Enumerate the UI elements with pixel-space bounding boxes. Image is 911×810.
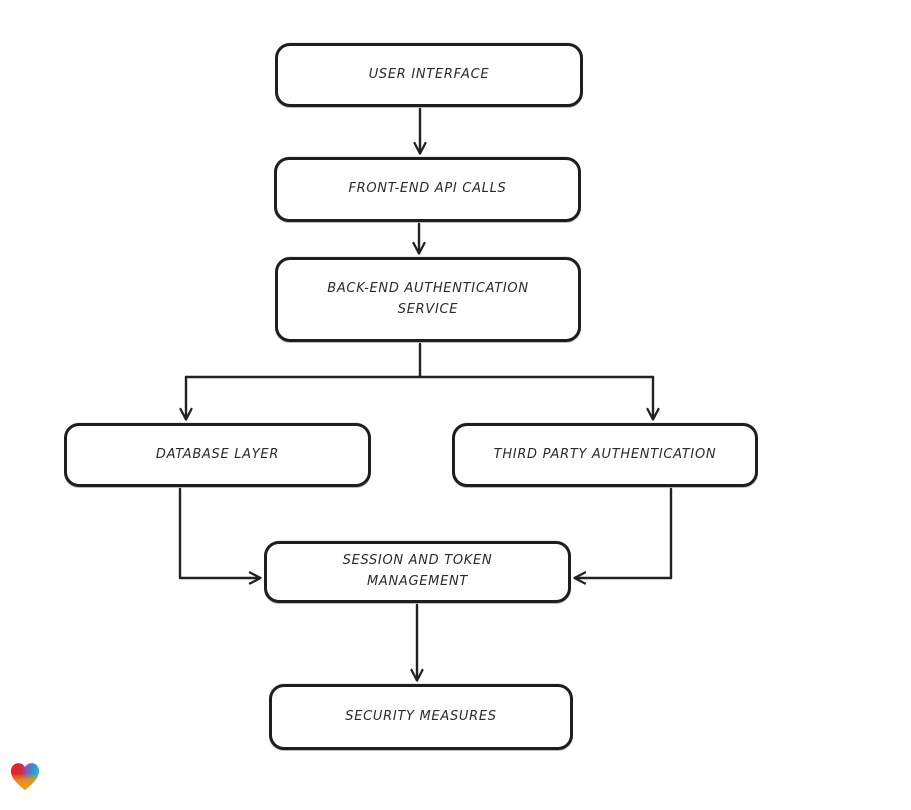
- heart-shape-orange-overlay: [10, 763, 40, 791]
- node-database-layer-label: DATABASE LAYER: [155, 446, 280, 462]
- node-back-end-authentication-service[interactable]: BACK-END AUTHENTICATION SERVICE: [275, 257, 581, 342]
- gradient-heart-logo[interactable]: [7, 757, 43, 795]
- edge-db-to-session: [178, 487, 262, 585]
- node-session-and-token-management-label: SESSION AND TOKEN MANAGEMENT: [342, 553, 493, 589]
- node-back-end-authentication-service-label: BACK-END AUTHENTICATION SERVICE: [327, 280, 529, 317]
- node-database-layer[interactable]: DATABASE LAYER: [64, 423, 371, 487]
- node-security-measures[interactable]: SECURITY MEASURES: [269, 684, 573, 750]
- node-user-interface[interactable]: USER INTERFACE: [275, 43, 583, 107]
- node-user-interface-label: USER INTERFACE: [368, 66, 490, 82]
- node-front-end-api-calls[interactable]: FRONT-END API CALLS: [274, 157, 581, 222]
- node-security-measures-label: SECURITY MEASURES: [345, 708, 497, 724]
- node-third-party-authentication-label: THIRD PARTY AUTHENTICATION: [493, 446, 717, 462]
- node-third-party-authentication[interactable]: THIRD PARTY AUTHENTICATION: [452, 423, 758, 487]
- node-front-end-api-calls-label: FRONT-END API CALLS: [348, 181, 507, 197]
- edge-tp-to-session: [573, 487, 673, 585]
- node-session-and-token-management[interactable]: SESSION AND TOKEN MANAGEMENT: [264, 541, 571, 603]
